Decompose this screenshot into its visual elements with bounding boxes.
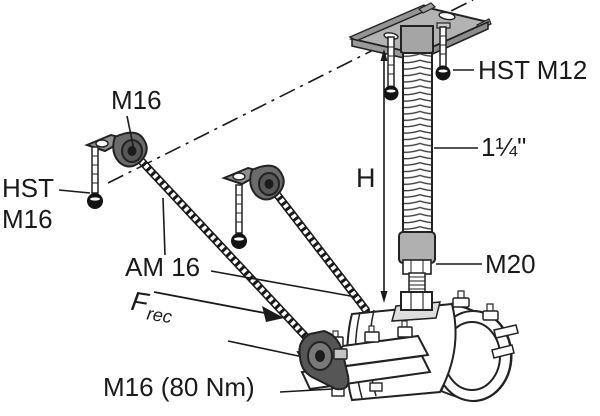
- label-hst-m16: HST M16: [2, 173, 54, 234]
- label-frec-subscript: rec: [145, 303, 174, 328]
- label-hst-m16-line1: HST: [2, 173, 54, 203]
- hex-nut-upper: [402, 259, 432, 275]
- leader-hst-m16: [58, 189, 91, 194]
- hst-m12-anchor-left: [383, 36, 399, 101]
- force-arrow: [153, 291, 284, 322]
- hst-m16-anchor-right: [231, 184, 247, 249]
- label-hst-m16-line2: M16: [2, 203, 53, 234]
- ceiling-bracket-right: [223, 164, 285, 201]
- m20-coupler: [398, 231, 436, 264]
- leader-am16-a: [162, 197, 166, 256]
- label-height-dimension: H: [356, 163, 376, 193]
- threaded-rod-right: [265, 180, 370, 314]
- leader-m16-bracket: [126, 115, 135, 151]
- hex-nut-lower: [400, 291, 433, 311]
- ceiling-axis-line: [107, 0, 474, 184]
- threaded-rod-left: [128, 147, 325, 357]
- leader-lines: [58, 69, 482, 393]
- label-hst-m12: HST M12: [478, 55, 588, 85]
- label-am16: AM 16: [125, 252, 201, 282]
- label-m16-bracket: M16: [111, 85, 162, 115]
- height-dimension: [380, 49, 388, 303]
- socket-collar: [400, 25, 434, 57]
- ribbed-pipe: [402, 52, 433, 234]
- label-pipe-size: 1¼": [481, 132, 527, 162]
- label-m20: M20: [485, 249, 536, 279]
- leader-am16-b: [210, 270, 357, 298]
- clamp-side-bolts: [452, 290, 519, 359]
- hst-m16-anchor-left: [87, 146, 103, 209]
- leader-m16-torque: [279, 388, 334, 393]
- label-frec: Frec: [129, 286, 175, 327]
- hst-m12-anchor-right: [435, 22, 451, 81]
- clamp-hinge: [298, 329, 350, 391]
- label-m16-torque: M16 (80 Nm): [103, 372, 255, 402]
